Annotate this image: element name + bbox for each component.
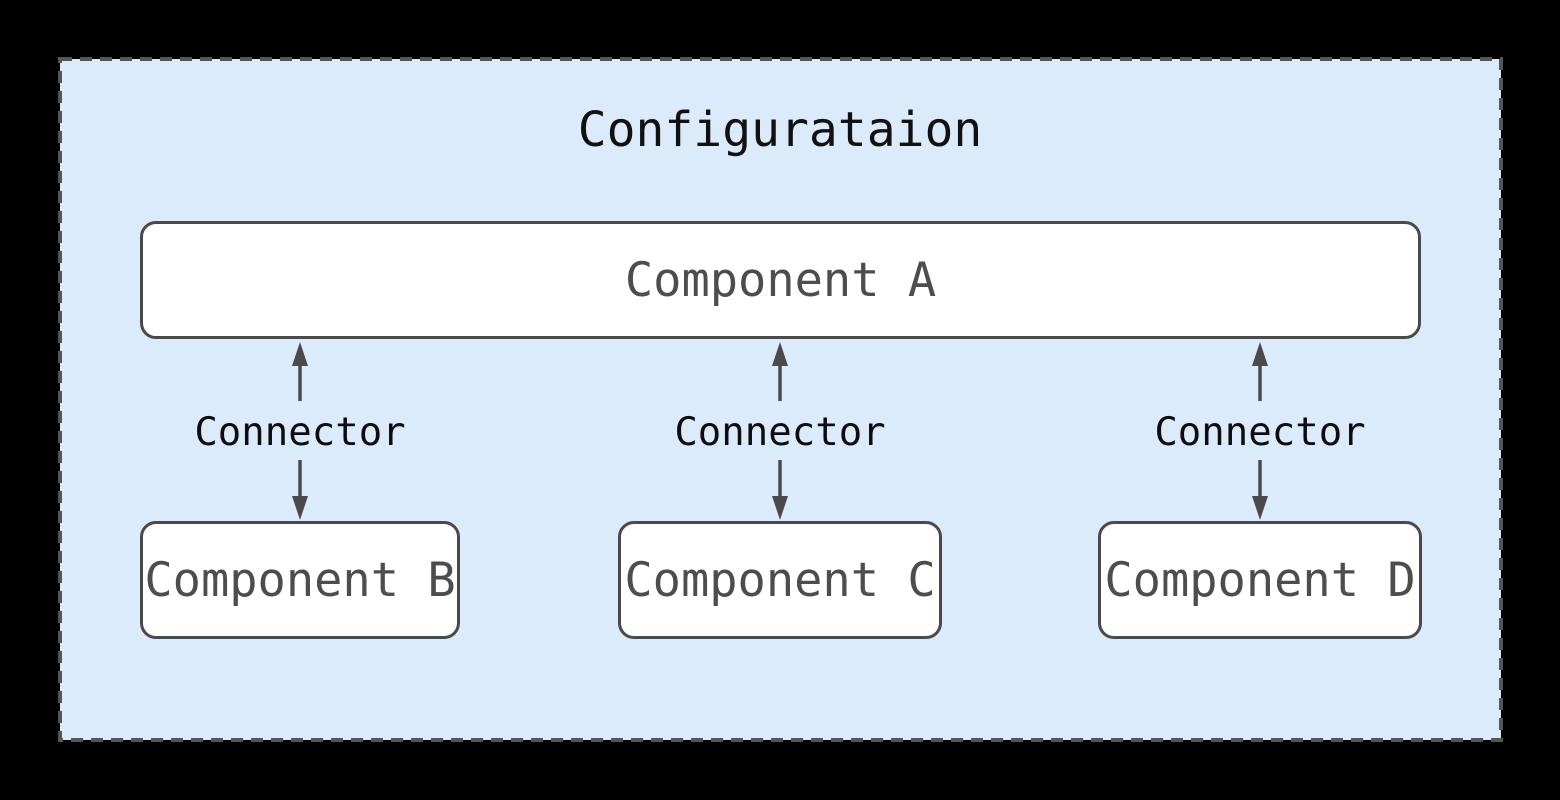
node-component-a: Component A: [140, 221, 1421, 339]
connector-label-a-d: Connector: [1154, 410, 1366, 455]
connector-arrow-a-d: [1252, 342, 1268, 520]
node-component-b: Component B: [140, 521, 460, 639]
arrow-head-down: [292, 496, 308, 520]
node-label: Component A: [624, 252, 937, 308]
node-label: Component D: [1104, 552, 1416, 608]
node-component-d: Component D: [1098, 521, 1422, 639]
diagram-title: Configurataion: [577, 102, 983, 158]
arrow-head-up: [292, 342, 308, 366]
connector-label-a-c: Connector: [674, 410, 886, 455]
arrow-head-down: [772, 496, 788, 520]
connector-arrow-a-c: [772, 342, 788, 520]
arrow-head-up: [1252, 342, 1268, 366]
arrow-head-down: [1252, 496, 1268, 520]
node-component-c: Component C: [618, 521, 942, 639]
connector-label-a-b: Connector: [194, 410, 406, 455]
arrow-head-up: [772, 342, 788, 366]
connector-arrow-a-b: [292, 342, 308, 520]
node-label: Component C: [624, 552, 936, 608]
node-label: Component B: [144, 552, 456, 608]
